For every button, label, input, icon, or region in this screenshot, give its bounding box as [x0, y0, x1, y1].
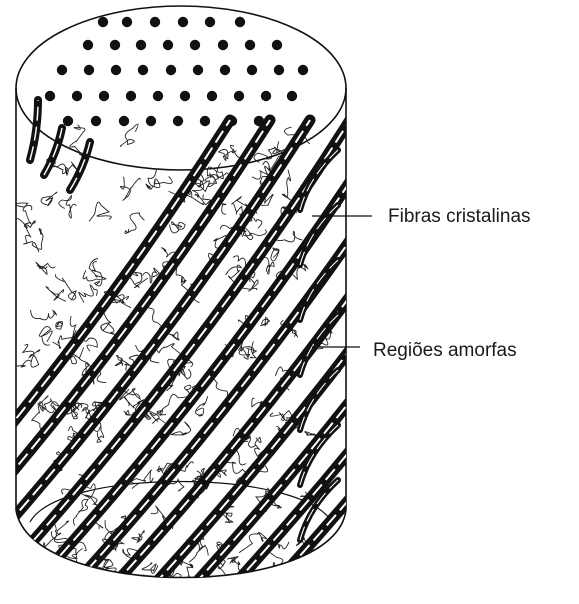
- fiber-dot: [91, 116, 101, 126]
- fiber-dot: [245, 40, 255, 50]
- fiber-dot: [166, 65, 176, 75]
- fiber-dot: [234, 91, 244, 101]
- amorphous-chain: [79, 285, 98, 303]
- fiber-dot: [72, 91, 82, 101]
- amorphous-chain: [15, 203, 35, 224]
- fiber-dot: [98, 17, 108, 27]
- amorphous-chain: [150, 410, 166, 423]
- fiber-dot: [180, 91, 190, 101]
- fiber-dot: [122, 17, 132, 27]
- amorphous-chain: [46, 287, 66, 302]
- fiber-dot: [261, 91, 271, 101]
- fiber-dot: [119, 116, 129, 126]
- amorphous-chain: [267, 551, 283, 573]
- amorphous-chain: [282, 170, 291, 200]
- amorphous-chain: [59, 196, 77, 218]
- amorphous-chain: [260, 317, 269, 326]
- fiber-dot: [138, 65, 148, 75]
- fiber-dot: [287, 91, 297, 101]
- fiber-dot: [178, 17, 188, 27]
- fiber-dot: [126, 91, 136, 101]
- fiber-dot: [63, 116, 73, 126]
- fiber-dot: [146, 116, 156, 126]
- fiber-dot: [193, 65, 203, 75]
- amorphous-chain: [132, 531, 145, 543]
- fiber-dot: [153, 91, 163, 101]
- fiber-dot: [136, 40, 146, 50]
- fiber-dot: [57, 65, 67, 75]
- fiber-dot: [218, 40, 228, 50]
- fiber-dot: [150, 17, 160, 27]
- fiber-dot: [163, 40, 173, 50]
- amorphous-chain: [270, 411, 291, 421]
- label-amorphous-regions: Regiões amorfas: [373, 340, 517, 362]
- fiber-dot: [247, 65, 257, 75]
- fiber-dot: [99, 91, 109, 101]
- amorphous-chain: [271, 248, 279, 261]
- label-crystalline-fibers: Fibras cristalinas: [388, 206, 531, 228]
- amorphous-chain: [39, 327, 52, 346]
- amorphous-chain: [121, 177, 141, 201]
- fiber-dot: [111, 65, 121, 75]
- fiber-dot: [235, 17, 245, 27]
- amorphous-chain: [120, 124, 138, 146]
- fiber-dot: [45, 91, 55, 101]
- fiber-dot: [220, 65, 230, 75]
- amorphous-chain: [148, 169, 172, 187]
- fiber-dot: [200, 116, 210, 126]
- amorphous-chain: [170, 222, 186, 233]
- amorphous-chain: [36, 262, 56, 274]
- cylinder-outline: [16, 6, 346, 578]
- fiber-dot: [173, 116, 183, 126]
- amorphous-chain: [219, 149, 236, 161]
- fiber-dot: [190, 40, 200, 50]
- fiber-dot: [274, 65, 284, 75]
- fiber-dot: [272, 40, 282, 50]
- amorphous-chain: [23, 344, 40, 367]
- amorphous-chain: [89, 202, 111, 221]
- amorphous-chain: [227, 557, 243, 571]
- fiber-dot: [298, 65, 308, 75]
- fiber-dot: [83, 40, 93, 50]
- amorphous-chain: [56, 322, 63, 330]
- fiber-cross-section-dots: [45, 17, 308, 126]
- amorphous-chain: [32, 228, 43, 252]
- amorphous-chain: [31, 310, 57, 320]
- fiber-dot: [84, 65, 94, 75]
- amorphous-chain: [142, 563, 158, 573]
- amorphous-chain: [101, 313, 115, 335]
- amorphous-chain: [41, 192, 57, 206]
- amorphous-chain: [125, 213, 145, 234]
- fiber-dot: [110, 40, 120, 50]
- fiber-dot: [205, 17, 215, 27]
- fiber-dot: [207, 91, 217, 101]
